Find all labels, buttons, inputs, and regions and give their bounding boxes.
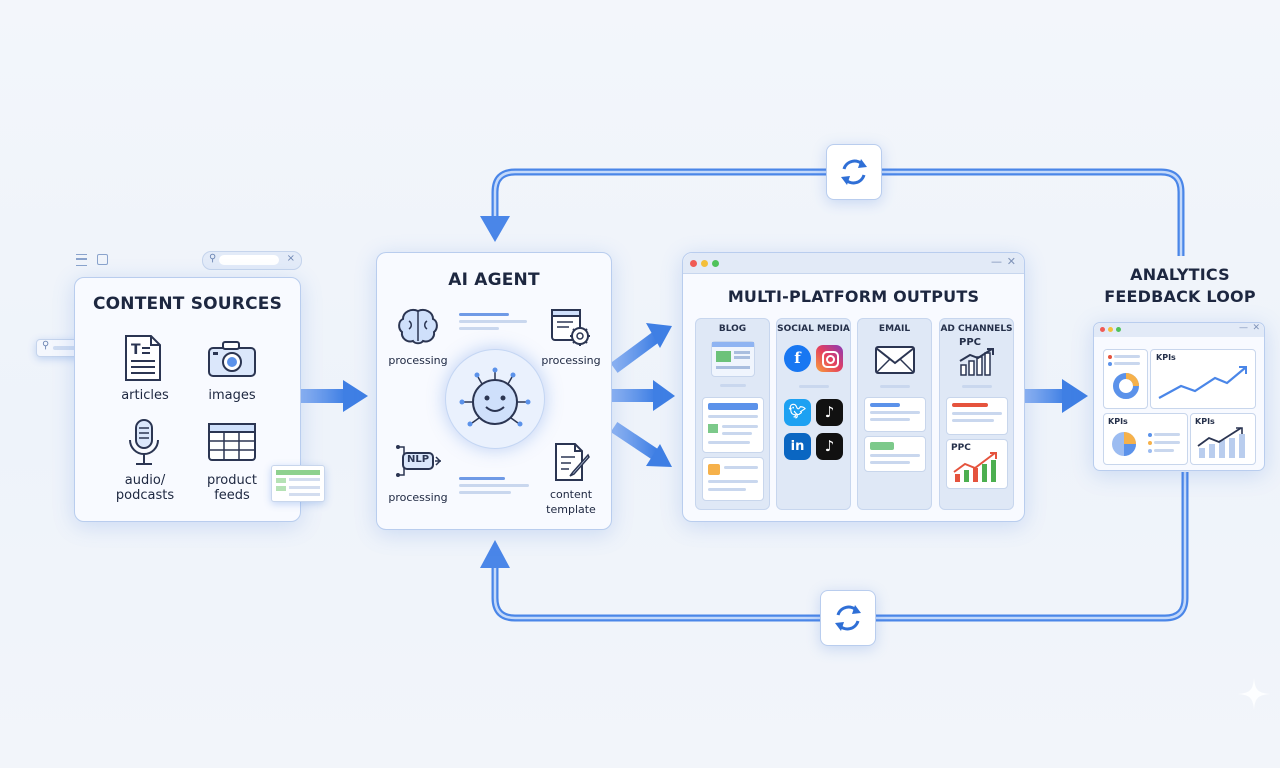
ppc-label-1: PPC — [959, 337, 981, 348]
agent-to-outputs-arrows — [610, 323, 675, 467]
analytics-title-line2: FEEDBACK LOOP — [1104, 287, 1256, 306]
minimize-icon[interactable]: — — [991, 255, 1002, 268]
outputs-title: MULTI-PLATFORM OUTPUTS — [727, 287, 980, 306]
search-icon: ⚲ — [42, 340, 50, 351]
close-icon[interactable]: ✕ — [1006, 255, 1016, 268]
email-card-2 — [864, 436, 926, 472]
analytics-title-line1: ANALYTICS — [1130, 265, 1230, 284]
content-sources-title: CONTENT SOURCES — [92, 294, 283, 314]
kpi-bar-card: KPIs — [1190, 413, 1256, 465]
source-label-audio: audio/ podcasts — [115, 473, 175, 503]
svg-text:T: T — [131, 342, 141, 358]
window-close-dot[interactable] — [690, 260, 697, 267]
robot-icon — [459, 367, 531, 427]
table-icon — [208, 423, 256, 461]
kpi-trend-line-chart — [1158, 366, 1247, 399]
microphone-icon — [129, 419, 159, 465]
nlp-icon: NLP — [395, 441, 441, 481]
facebook-icon[interactable]: f — [784, 345, 811, 372]
email-card — [864, 397, 926, 432]
source-label-product-feeds: product feeds — [206, 473, 257, 503]
analytics-titlebar — [1094, 323, 1264, 337]
column-label-email: EMAIL — [878, 324, 911, 334]
window-maximize-dot[interactable] — [1116, 327, 1121, 332]
window-maximize-dot[interactable] — [712, 260, 719, 267]
window-close-dot[interactable] — [1100, 327, 1105, 332]
tiktok-icon[interactable]: ♪ — [816, 399, 843, 426]
outputs-to-analytics-arrow — [1025, 389, 1065, 403]
search-input[interactable]: ⚲ × — [202, 251, 302, 270]
nlp-text: NLP — [406, 454, 430, 465]
spreadsheet-card — [271, 465, 325, 502]
column-blog: BLOG — [695, 318, 770, 510]
envelope-icon — [875, 346, 915, 374]
close-icon[interactable]: ✕ — [1252, 323, 1260, 333]
refresh-button-top[interactable] — [826, 144, 882, 200]
blog-card — [702, 397, 764, 453]
close-icon[interactable]: × — [286, 253, 295, 264]
menu-icon[interactable] — [76, 254, 87, 266]
agent-label-processing-3: processing — [388, 491, 448, 504]
refresh-icon — [841, 159, 867, 185]
sparkle-icon — [1236, 676, 1272, 712]
growth-chart-icon — [959, 348, 994, 376]
donut-card — [1103, 349, 1148, 409]
source-label-articles: articles — [121, 388, 169, 403]
template-icon — [555, 443, 590, 481]
camera-icon — [208, 341, 256, 377]
sources-to-agent-arrow — [300, 389, 345, 403]
window-icon[interactable] — [97, 254, 108, 265]
kpi-line-card: KPIs — [1150, 349, 1256, 409]
refresh-icon — [835, 605, 861, 631]
instagram-icon[interactable] — [816, 345, 843, 372]
column-label-social-media: SOCIAL MEDIA — [777, 324, 850, 334]
pie-chart-icon — [1112, 432, 1136, 456]
agent-label-processing-2: processing — [541, 354, 601, 367]
twitter-icon[interactable]: 🐦︎ — [784, 399, 811, 426]
kpi-pie-card: KPIs — [1103, 413, 1188, 465]
linkedin-icon[interactable]: in — [784, 433, 811, 460]
column-label-ad-channels: AD CHANNELS — [940, 324, 1013, 334]
article-icon: T — [125, 335, 161, 381]
settings-document-icon — [551, 309, 590, 346]
column-social-media: SOCIAL MEDIA f 🐦︎ ♪ in ♪ — [776, 318, 851, 510]
window-titlebar — [683, 253, 1024, 274]
agent-label-processing-1: processing — [388, 354, 448, 367]
ppc-chart-card: PPC — [946, 439, 1008, 489]
blog-card-2 — [702, 457, 764, 501]
window-minimize-dot[interactable] — [1108, 327, 1113, 332]
brain-icon — [398, 309, 438, 345]
ppc-growth-chart — [953, 452, 997, 482]
kpi-label-1: KPIs — [1156, 353, 1176, 362]
agent-label-content-template: content template — [546, 488, 596, 516]
source-label-images: images — [208, 388, 256, 403]
blog-preview-icon — [711, 341, 755, 377]
analytics-window: — ✕ KPIs KPIs KPIs — [1093, 322, 1265, 471]
window-minimize-dot[interactable] — [701, 260, 708, 267]
column-email: EMAIL — [857, 318, 932, 510]
ppc-label-2: PPC — [951, 443, 971, 453]
ai-agent-panel: AI AGENT processing processing — [376, 252, 612, 530]
column-ad-channels: AD CHANNELS PPC PPC — [939, 318, 1014, 510]
kpi-label-2: KPIs — [1108, 417, 1128, 426]
donut-chart-icon — [1113, 373, 1139, 399]
robot-badge — [445, 349, 545, 449]
column-label-blog: BLOG — [718, 324, 747, 334]
kpi-label-3: KPIs — [1195, 417, 1215, 426]
kpi-bar-chart — [1197, 427, 1245, 458]
content-sources-panel: CONTENT SOURCES T articles images audio/… — [74, 277, 301, 522]
ai-agent-title: AI AGENT — [448, 270, 540, 290]
minimize-icon[interactable]: — — [1239, 323, 1248, 333]
tiktok-icon[interactable]: ♪ — [816, 433, 843, 460]
search-icon: ⚲ — [209, 253, 217, 264]
refresh-button-bottom[interactable] — [820, 590, 876, 646]
ad-card — [946, 397, 1008, 435]
